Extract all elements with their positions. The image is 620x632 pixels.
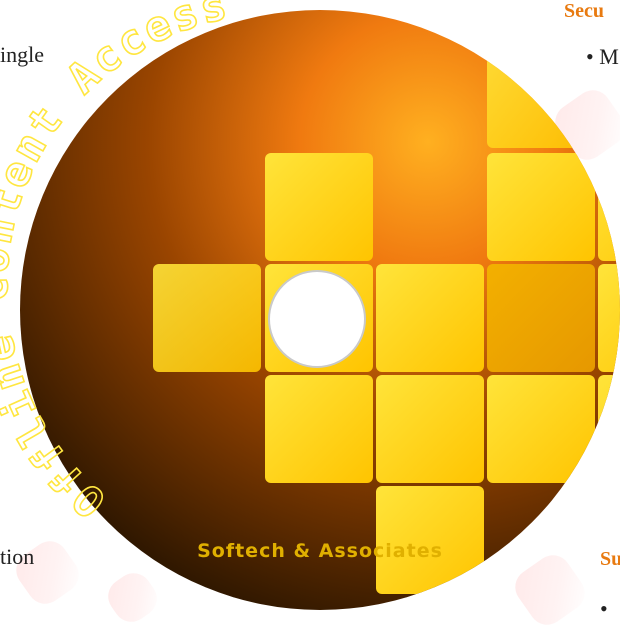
tile — [376, 486, 484, 594]
tile — [598, 153, 620, 261]
slide-text-left-bottom: tion — [0, 544, 35, 569]
slide-heading-bottom: Su — [600, 548, 620, 570]
slide-bullet-bottom: • — [600, 596, 608, 621]
tile — [487, 153, 595, 261]
tile — [598, 264, 620, 372]
tile — [376, 264, 484, 372]
tile — [265, 375, 373, 483]
disc-center-hole — [268, 270, 366, 368]
tile — [598, 375, 620, 483]
slide-heading-top: Secu — [564, 0, 604, 22]
tile-dark — [487, 264, 595, 372]
slide-bullet-top: • M — [586, 44, 619, 69]
tile — [487, 375, 595, 483]
tile — [265, 153, 373, 261]
tile — [376, 375, 484, 483]
slide-text-left-top: ingle — [0, 42, 44, 67]
tile — [153, 264, 261, 372]
tile — [487, 40, 595, 148]
disc-footer: Softech & Associates — [197, 540, 443, 562]
